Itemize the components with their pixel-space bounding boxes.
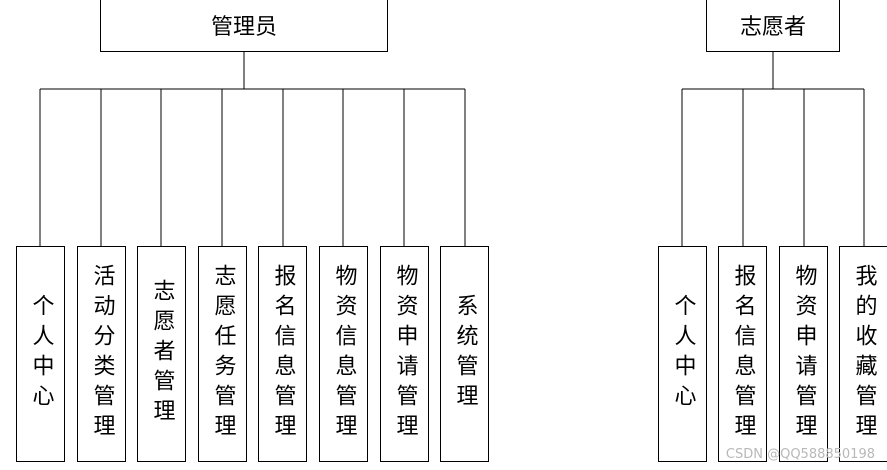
watermark: CSDN @QQ588850198: [725, 447, 875, 462]
admin-module-label: 志愿者管理: [149, 279, 175, 429]
admin-module-label: 志愿任务管理: [210, 264, 236, 444]
admin-module-label: 个人中心: [28, 294, 54, 414]
admin-module-label: 物资申请管理: [392, 264, 418, 444]
admin-module-label: 报名信息管理: [270, 264, 296, 444]
admin-module-activity-category: 活动分类管理: [77, 246, 126, 462]
admin-module-label: 系统管理: [452, 294, 478, 414]
volunteer-module-label: 物资申请管理: [791, 264, 817, 444]
admin-module-personal-center: 个人中心: [16, 246, 65, 462]
admin-module-system-management: 系统管理: [440, 246, 489, 462]
admin-module-registration-info: 报名信息管理: [258, 246, 307, 462]
volunteer-module-personal-center: 个人中心: [658, 246, 707, 462]
admin-module-supplies-info: 物资信息管理: [319, 246, 368, 462]
admin-module-volunteer-task: 志愿任务管理: [198, 246, 247, 462]
volunteer-module-label: 个人中心: [670, 294, 696, 414]
admin-module-supplies-request: 物资申请管理: [380, 246, 429, 462]
admin-module-volunteer-management: 志愿者管理: [137, 246, 186, 462]
admin-root-node: 管理员: [100, 0, 388, 52]
admin-module-label: 活动分类管理: [89, 264, 115, 444]
admin-title: 管理员: [210, 15, 277, 40]
volunteer-module-registration-info: 报名信息管理: [718, 246, 767, 462]
volunteer-root-node: 志愿者: [706, 0, 840, 52]
admin-module-label: 物资信息管理: [331, 264, 357, 444]
volunteer-module-my-favorites: 我的收藏管理: [839, 246, 887, 462]
volunteer-module-label: 我的收藏管理: [851, 264, 877, 444]
volunteer-module-label: 报名信息管理: [730, 264, 756, 444]
volunteer-module-supplies-request: 物资申请管理: [779, 246, 828, 462]
volunteer-title: 志愿者: [739, 15, 806, 40]
